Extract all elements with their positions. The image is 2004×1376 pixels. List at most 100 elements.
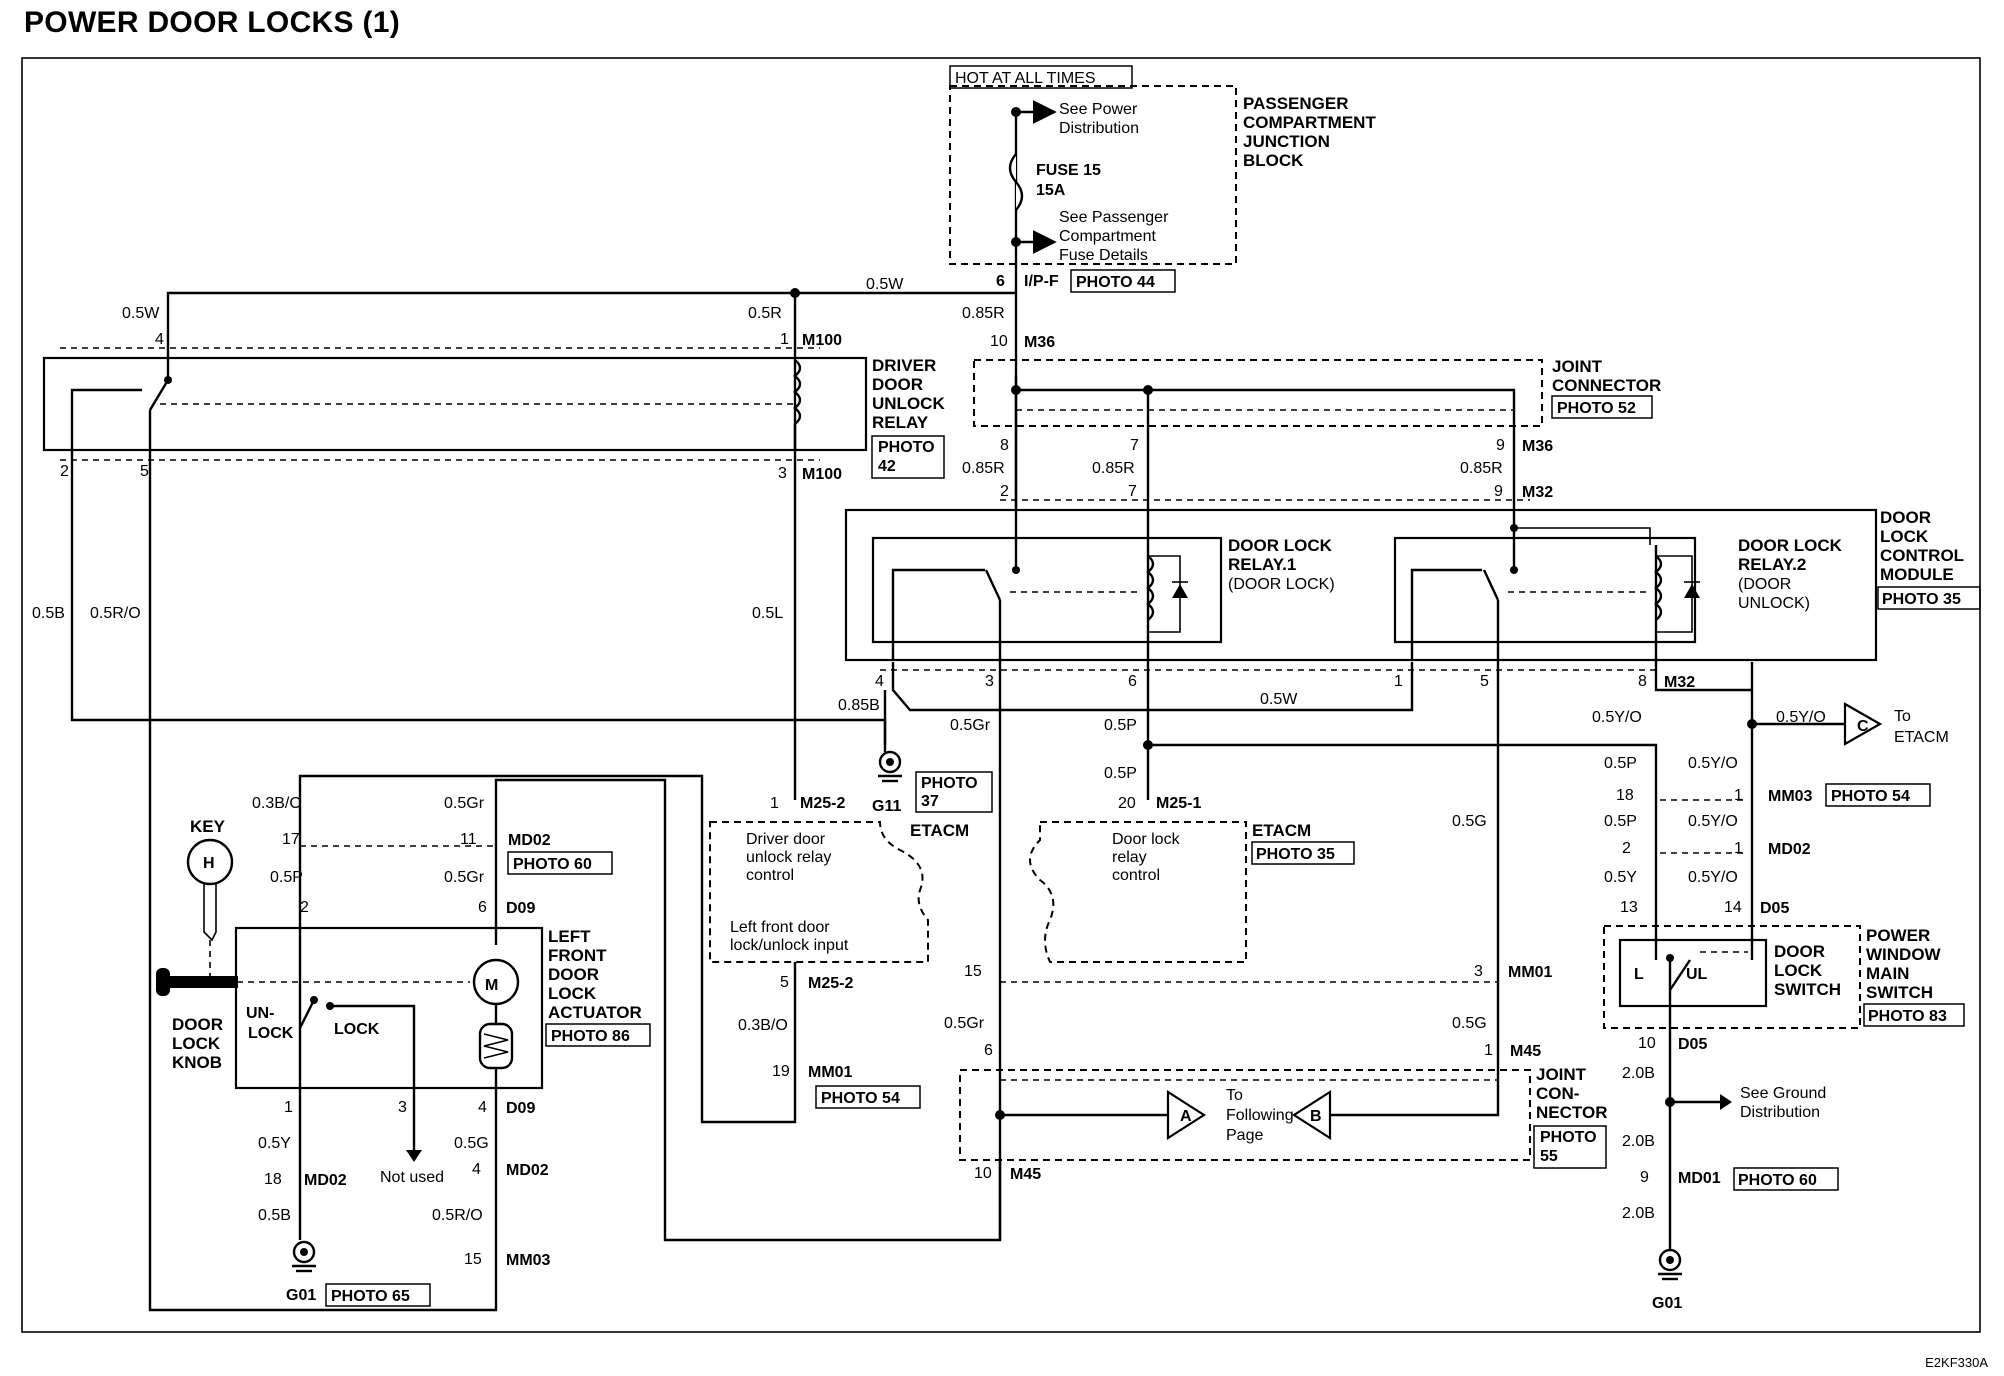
svg-text:UL: UL (1686, 966, 1708, 983)
svg-text:3: 3 (398, 1099, 407, 1116)
svg-text:ETACM: ETACM (1894, 729, 1949, 746)
svg-text:DOOR: DOOR (548, 965, 599, 984)
svg-text:PHOTO 54: PHOTO 54 (821, 1090, 900, 1107)
svg-text:LEFT: LEFT (548, 927, 591, 946)
svg-text:1: 1 (1734, 787, 1743, 804)
svg-text:3: 3 (985, 673, 994, 690)
joint-connector: JOINT CONNECTOR PHOTO 52 8 7 9 M36 0.85R… (962, 357, 1661, 520)
svg-text:Driver door: Driver door (746, 831, 826, 848)
svg-text:PHOTO 52: PHOTO 52 (1557, 400, 1636, 417)
svg-text:0.5W: 0.5W (1260, 691, 1298, 708)
svg-text:0.5Y/O: 0.5Y/O (1776, 709, 1826, 726)
see-pass-label-1: See Passenger (1059, 209, 1169, 226)
svg-text:KNOB: KNOB (172, 1053, 222, 1072)
svg-text:M100: M100 (802, 332, 842, 349)
svg-text:LOCK: LOCK (248, 1025, 294, 1042)
svg-text:DOOR LOCK: DOOR LOCK (1228, 536, 1333, 555)
svg-text:ACTUATOR: ACTUATOR (548, 1003, 642, 1022)
svg-text:0.5B: 0.5B (32, 605, 65, 622)
svg-text:A: A (1180, 1108, 1192, 1125)
svg-text:5: 5 (140, 463, 149, 480)
svg-text:37: 37 (921, 793, 939, 810)
svg-text:PHOTO: PHOTO (1540, 1129, 1597, 1146)
diagram-border (21, 57, 1981, 1333)
svg-text:18: 18 (1616, 787, 1634, 804)
svg-text:MD02: MD02 (508, 832, 551, 849)
svg-text:UNLOCK): UNLOCK) (1738, 595, 1810, 612)
svg-text:10: 10 (974, 1165, 992, 1182)
svg-text:0.85R: 0.85R (962, 305, 1005, 322)
svg-text:DOOR: DOOR (1774, 942, 1825, 961)
svg-text:LOCK: LOCK (334, 1021, 380, 1038)
svg-text:RELAY.1: RELAY.1 (1228, 555, 1296, 574)
svg-text:2: 2 (1000, 483, 1009, 500)
svg-text:0.5Y: 0.5Y (1604, 869, 1637, 886)
svg-text:9: 9 (1640, 1169, 1649, 1186)
ipf-connector: I/P-F (1024, 273, 1059, 290)
pcjb-label-3: JUNCTION (1243, 132, 1330, 151)
svg-text:0.5L: 0.5L (752, 605, 783, 622)
svg-text:0.5Y/O: 0.5Y/O (1688, 755, 1738, 772)
pcjb-label-1: PASSENGER (1243, 94, 1349, 113)
svg-text:RELAY.2: RELAY.2 (1738, 555, 1806, 574)
svg-text:2: 2 (1622, 840, 1631, 857)
svg-text:D05: D05 (1678, 1036, 1707, 1053)
svg-text:unlock relay: unlock relay (746, 849, 831, 866)
svg-text:10: 10 (1638, 1035, 1656, 1052)
hot-at-all-times-label: HOT AT ALL TIMES (955, 70, 1096, 87)
door-lock-control-module: DOOR LOCK RELAY.1 (DOOR LOCK) DOOR LOCK … (844, 508, 1981, 691)
svg-text:2: 2 (300, 899, 309, 916)
svg-text:M32: M32 (1522, 484, 1553, 501)
svg-text:0.5G: 0.5G (454, 1135, 489, 1152)
svg-text:0.5Y/O: 0.5Y/O (1592, 709, 1642, 726)
svg-text:LOCK: LOCK (1880, 527, 1929, 546)
svg-text:18: 18 (264, 1171, 282, 1188)
svg-text:D09: D09 (506, 900, 535, 917)
svg-text:3: 3 (1474, 963, 1483, 980)
svg-text:G01: G01 (1652, 1295, 1682, 1312)
pcjb-label-2: COMPARTMENT (1243, 113, 1376, 132)
ipf-pin: 6 (996, 273, 1005, 290)
svg-text:LOCK: LOCK (1774, 961, 1823, 980)
svg-text:0.5G: 0.5G (1452, 1015, 1487, 1032)
svg-text:MAIN: MAIN (1866, 964, 1909, 983)
svg-text:DOOR: DOOR (172, 1015, 223, 1034)
svg-text:M25-2: M25-2 (800, 795, 845, 812)
see-pass-label-2: Compartment (1059, 228, 1156, 245)
svg-text:7: 7 (1130, 437, 1139, 454)
svg-text:MM01: MM01 (1508, 964, 1553, 981)
svg-text:17: 17 (282, 831, 300, 848)
svg-text:13: 13 (1620, 899, 1638, 916)
svg-text:0.5R/O: 0.5R/O (432, 1207, 483, 1224)
svg-text:DOOR: DOOR (1880, 508, 1931, 527)
svg-text:0.5P: 0.5P (1104, 765, 1137, 782)
svg-text:SWITCH: SWITCH (1866, 983, 1933, 1002)
svg-text:0.85B: 0.85B (838, 697, 880, 714)
svg-text:0.5Y/O: 0.5Y/O (1688, 869, 1738, 886)
svg-text:0.5Gr: 0.5Gr (944, 1015, 985, 1032)
svg-text:10: 10 (990, 333, 1008, 350)
svg-text:M45: M45 (1010, 1166, 1041, 1183)
svg-text:4: 4 (155, 331, 164, 348)
power-window-main-switch-wiring: 0.5P 0.5Y/O 18 1 MM03 PHOTO 54 0.5P 0.5Y… (1603, 755, 1965, 1312)
svg-text:JOINT: JOINT (1552, 357, 1603, 376)
svg-text:0.5Gr: 0.5Gr (444, 869, 485, 886)
svg-text:9: 9 (1494, 483, 1503, 500)
svg-text:D05: D05 (1760, 900, 1789, 917)
svg-text:MD02: MD02 (304, 1172, 347, 1189)
svg-text:55: 55 (1540, 1148, 1558, 1165)
svg-text:CONTROL: CONTROL (1880, 546, 1964, 565)
svg-text:14: 14 (1724, 899, 1742, 916)
svg-text:0.5R: 0.5R (748, 305, 782, 322)
svg-text:6: 6 (478, 899, 487, 916)
svg-text:2.0B: 2.0B (1622, 1065, 1655, 1082)
svg-text:D09: D09 (506, 1100, 535, 1117)
svg-text:1: 1 (780, 331, 789, 348)
svg-text:0.5P: 0.5P (270, 869, 303, 886)
svg-text:JOINT: JOINT (1536, 1065, 1587, 1084)
driver-door-unlock-relay: 0.5W 0.5W 0.5R 0.85R 4 1 M100 10 M36 DRI… (42, 276, 1055, 508)
svg-text:19: 19 (772, 1063, 790, 1080)
etacm-driver-control: 1 M25-2 ETACM Driver door unlock relay c… (298, 774, 969, 1124)
svg-text:6: 6 (1128, 673, 1137, 690)
svg-text:CONNECTOR: CONNECTOR (1552, 376, 1661, 395)
